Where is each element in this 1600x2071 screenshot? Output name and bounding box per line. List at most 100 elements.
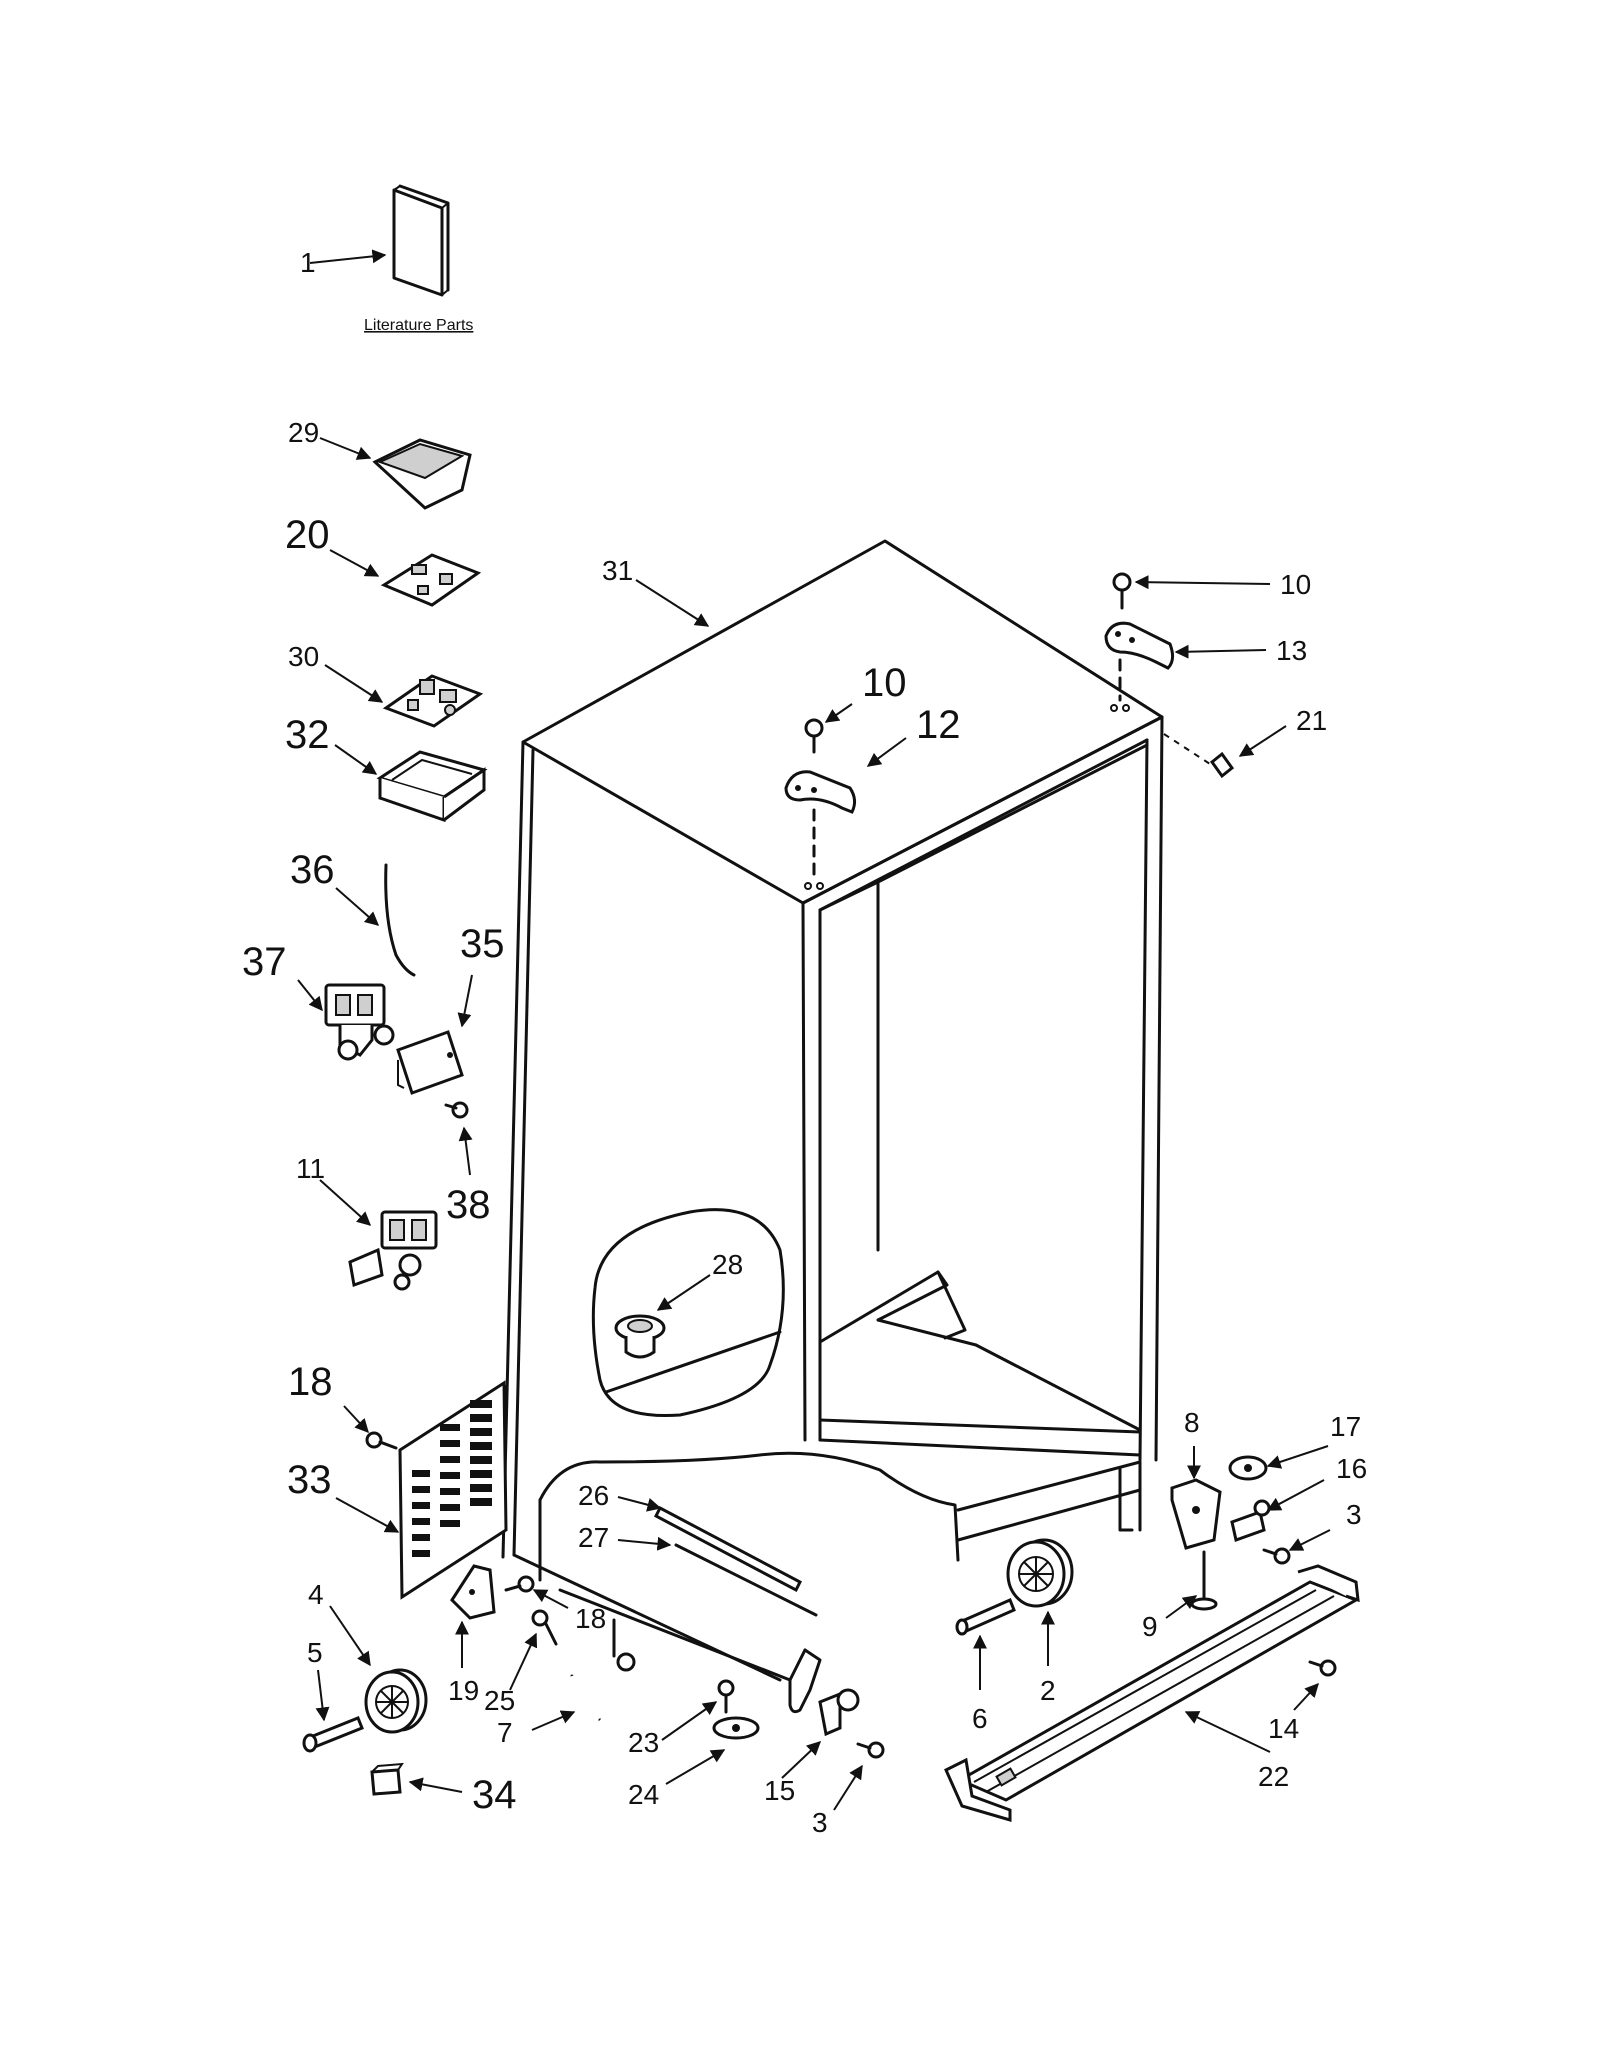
part-5-axle: [302, 1716, 364, 1753]
callout-6: 6: [972, 1703, 988, 1734]
part-21-clip: [1163, 733, 1235, 779]
arrow-16: [1266, 1479, 1325, 1511]
callout-31: 31: [602, 555, 633, 586]
arrow-7: [531, 1710, 576, 1731]
callout-14: 14: [1268, 1713, 1299, 1744]
part-25-screw: [531, 1609, 558, 1646]
arrow-37: [297, 979, 323, 1012]
callout-11: 11: [296, 1153, 325, 1184]
arrow-11: [319, 1179, 372, 1226]
part-7-drain-tube: [569, 1618, 636, 1730]
arrow-22: [1184, 1711, 1271, 1753]
callout-23: 23: [628, 1727, 659, 1758]
arrow-34: [408, 1777, 463, 1793]
callout-38: 38: [446, 1183, 491, 1227]
callout-24: 24: [628, 1779, 659, 1810]
part-32-housing: [376, 750, 488, 823]
arrow-15: [781, 1741, 822, 1779]
callout-12: 12: [916, 703, 961, 747]
part-20-control-board: [380, 553, 482, 607]
arrow-23: [661, 1701, 718, 1741]
callout-10a: 10: [862, 661, 907, 705]
part-36-tube: [384, 863, 416, 977]
arrow-24: [665, 1749, 726, 1785]
part-17-hinge-cap: [1228, 1455, 1268, 1481]
refrigerator-cabinet: [501, 539, 1164, 1714]
part-18-screw-left: [365, 1431, 398, 1450]
callout-22: 22: [1258, 1761, 1289, 1792]
callout-35: 35: [460, 922, 505, 966]
part-34-block: [370, 1762, 404, 1796]
part-35-bracket: [396, 1030, 464, 1095]
part-19-bracket: [450, 1564, 496, 1620]
callout-30: 30: [288, 641, 319, 672]
arrow-26: [617, 1496, 662, 1512]
callout-2: 2: [1040, 1675, 1056, 1706]
callout-25: 25: [484, 1685, 515, 1716]
part-3-screw-right: [1262, 1547, 1291, 1565]
callout-10b: 10: [1280, 569, 1311, 600]
part-37-water-valve: [324, 983, 395, 1061]
arrow-1: [309, 249, 387, 264]
arrow-21: [1238, 725, 1287, 757]
callout-18b: 18: [575, 1603, 606, 1634]
part-10-screw-right: [1112, 572, 1132, 610]
part-26-heater-rod: [654, 1505, 802, 1593]
part-11-water-valve: [348, 1210, 438, 1291]
arrow-10b: [1134, 575, 1271, 590]
callout-27: 27: [578, 1522, 609, 1553]
callout-37: 37: [242, 940, 287, 984]
callout-21: 21: [1296, 705, 1327, 736]
arrow-18b: [532, 1589, 569, 1609]
callout-19: 19: [448, 1675, 479, 1706]
arrow-30: [324, 664, 384, 703]
arrow-32: [334, 744, 378, 775]
callout-26: 26: [578, 1480, 609, 1511]
part-29-cover: [372, 438, 472, 510]
part-27-rod: [674, 1543, 818, 1617]
arrow-4: [329, 1605, 371, 1667]
arrow-3b: [1288, 1529, 1331, 1551]
arrow-13: [1174, 644, 1267, 659]
callout-17: 17: [1330, 1411, 1361, 1442]
callout-20: 20: [285, 513, 330, 557]
part-24-bracket: [712, 1716, 760, 1740]
arrow-36: [335, 887, 380, 926]
part-22-base-grille: [944, 1564, 1360, 1822]
callout-3b: 3: [1346, 1499, 1362, 1530]
callout-15: 15: [764, 1775, 795, 1806]
arrow-10a: [824, 703, 853, 723]
arrow-31: [635, 579, 710, 627]
part-33-rear-grille: [398, 1380, 508, 1600]
arrow-25: [509, 1632, 538, 1691]
arrow-12: [866, 737, 907, 767]
arrow-14: [1293, 1682, 1319, 1711]
arrow-3a: [833, 1764, 863, 1811]
part-9-leveling-leg: [1190, 1550, 1218, 1611]
callout-8: 8: [1184, 1407, 1200, 1438]
callout-1: 1: [300, 247, 316, 278]
part-10-screw-center: [804, 718, 824, 754]
part-8-hinge-bracket: [1170, 1478, 1222, 1550]
callout-7: 7: [497, 1717, 513, 1748]
part-12-hinge-top: [784, 770, 857, 890]
arrow-28: [656, 1274, 711, 1311]
callout-36: 36: [290, 848, 335, 892]
arrow-20: [329, 549, 380, 577]
callout-4: 4: [308, 1579, 324, 1610]
literature-booklet: [392, 184, 450, 297]
part-38-screw: [444, 1101, 469, 1119]
part-14-screw: [1308, 1659, 1337, 1677]
arrow-29: [319, 437, 372, 460]
callout-33: 33: [287, 1458, 332, 1502]
part-13-hinge-right: [1104, 621, 1175, 712]
part-2-roller-wheel: [1006, 1538, 1074, 1608]
arrow-17: [1266, 1445, 1329, 1469]
part-23-screw: [717, 1679, 735, 1714]
callout-18a: 18: [288, 1360, 333, 1404]
arrow-38: [458, 1126, 473, 1176]
part-3-screw-bottom: [856, 1741, 885, 1759]
callout-5: 5: [307, 1637, 323, 1668]
part-18-screw-middle: [504, 1575, 535, 1593]
